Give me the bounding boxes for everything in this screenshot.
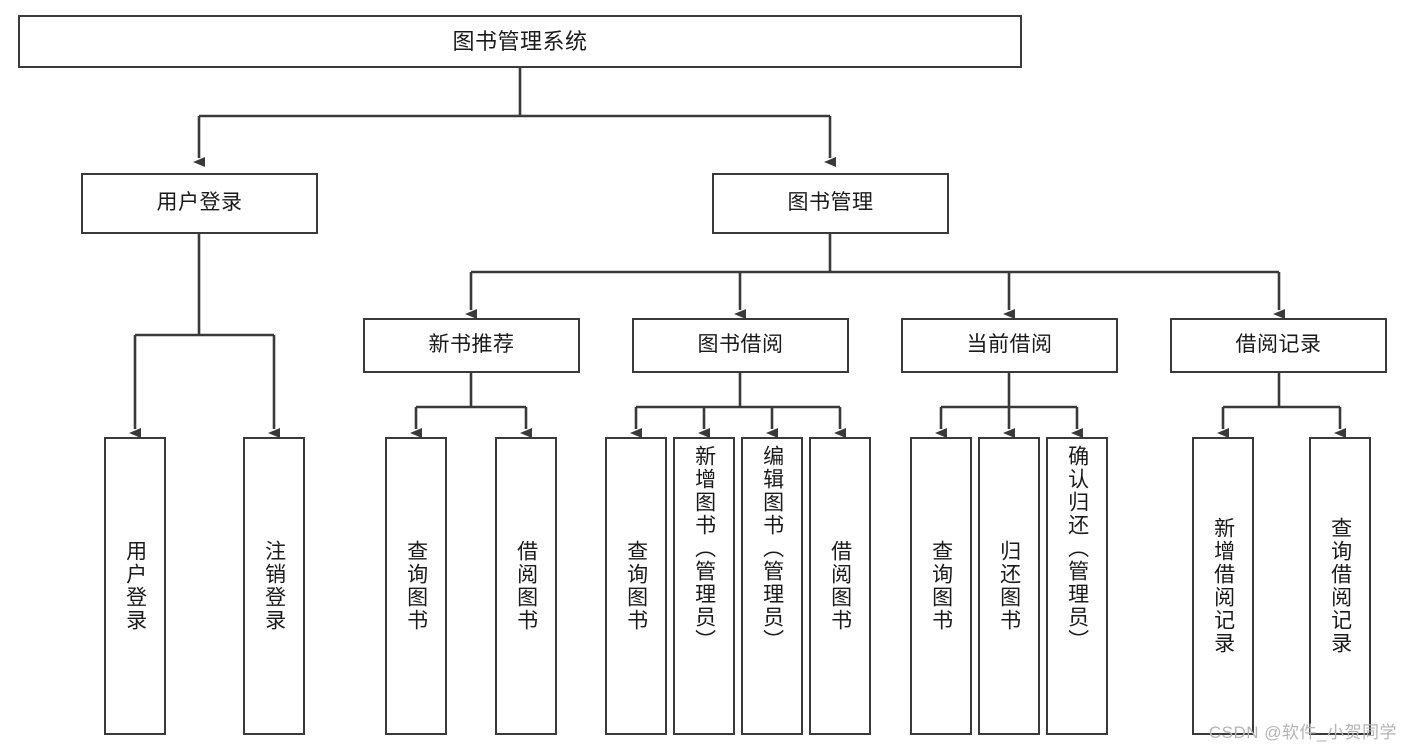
csdn-watermark: CSDN @软件_小贺同学	[1208, 723, 1397, 742]
node-book-borrow[interactable]: 图书借阅	[632, 318, 849, 373]
node-label: 归还图书	[997, 540, 1021, 632]
node-label: 图书管理系统	[452, 28, 588, 54]
node-label: 新增图书（管理员）	[692, 445, 716, 652]
node-root-library-system[interactable]: 图书管理系统	[18, 15, 1022, 68]
node-user-login[interactable]: 用户登录	[81, 173, 318, 234]
leaf-book-borrow-add-book-admin[interactable]: 新增图书（管理员）	[673, 437, 735, 735]
node-label: 查询图书	[624, 540, 648, 632]
node-label: 查询图书	[929, 540, 953, 632]
node-label: 用户登录	[123, 540, 147, 632]
node-current-borrow[interactable]: 当前借阅	[901, 318, 1118, 373]
node-borrow-record[interactable]: 借阅记录	[1170, 318, 1387, 373]
node-label: 查询图书	[404, 540, 428, 632]
node-label: 借阅图书	[828, 540, 852, 632]
node-label: 新增借阅记录	[1211, 517, 1235, 655]
leaf-borrow-record-add-record[interactable]: 新增借阅记录	[1192, 437, 1254, 735]
leaf-current-borrow-query-book[interactable]: 查询图书	[910, 437, 972, 735]
leaf-new-book-query-book[interactable]: 查询图书	[385, 437, 447, 735]
leaf-new-book-borrow-book[interactable]: 借阅图书	[495, 437, 557, 735]
leaf-book-borrow-edit-book-admin[interactable]: 编辑图书（管理员）	[741, 437, 803, 735]
leaf-book-borrow-query-book[interactable]: 查询图书	[605, 437, 667, 735]
leaf-user-login-logout[interactable]: 注销登录	[243, 437, 305, 735]
node-label: 注销登录	[262, 540, 286, 632]
node-label: 图书借阅	[697, 333, 784, 357]
node-book-management[interactable]: 图书管理	[712, 173, 949, 234]
node-label: 用户登录	[156, 191, 243, 215]
node-label: 确认归还（管理员）	[1065, 445, 1089, 652]
leaf-current-borrow-confirm-return-admin[interactable]: 确认归还（管理员）	[1046, 437, 1108, 735]
node-label: 编辑图书（管理员）	[760, 445, 784, 652]
leaf-book-borrow-borrow-book[interactable]: 借阅图书	[809, 437, 871, 735]
node-label: 借阅记录	[1235, 333, 1322, 357]
node-label: 查询借阅记录	[1328, 517, 1352, 655]
node-label: 当前借阅	[966, 333, 1053, 357]
node-label: 图书管理	[787, 191, 874, 215]
leaf-user-login-login[interactable]: 用户登录	[104, 437, 166, 735]
leaf-borrow-record-query-record[interactable]: 查询借阅记录	[1309, 437, 1371, 735]
node-label: 借阅图书	[514, 540, 538, 632]
node-new-book-recommend[interactable]: 新书推荐	[363, 318, 580, 373]
leaf-current-borrow-return-book[interactable]: 归还图书	[978, 437, 1040, 735]
node-label: 新书推荐	[428, 333, 515, 357]
